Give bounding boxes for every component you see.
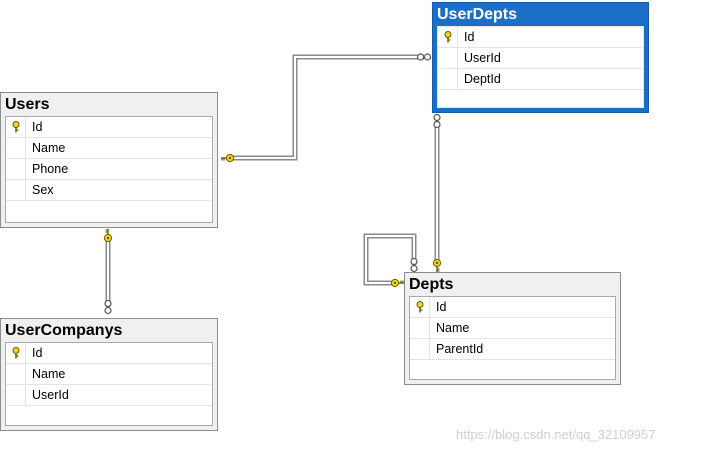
column-list: Id Name Phone Sex [5, 116, 213, 223]
relationship-depts-self[interactable] [363, 233, 418, 288]
column-row[interactable]: ParentId [410, 339, 615, 360]
column-row[interactable]: Id [410, 297, 615, 318]
relationship-users-usercompanys[interactable] [103, 228, 113, 315]
column-row[interactable]: Id [438, 27, 643, 48]
column-name: UserId [32, 388, 69, 402]
table-usercompanys[interactable]: UserCompanys Id Name UserId [0, 318, 218, 431]
column-row[interactable]: Name [410, 318, 615, 339]
table-title: Users [5, 96, 50, 113]
column-row[interactable]: Sex [6, 180, 212, 201]
column-row[interactable]: Id [6, 117, 212, 138]
column-selector [438, 69, 458, 89]
column-name: Id [464, 30, 475, 44]
column-name: Id [436, 300, 447, 314]
column-selector [6, 364, 26, 384]
column-selector [438, 48, 458, 68]
column-name: DeptId [464, 72, 501, 86]
column-row[interactable]: Name [6, 138, 212, 159]
column-name: Id [32, 120, 43, 134]
primary-key-icon [410, 297, 430, 317]
column-selector [410, 339, 430, 359]
column-selector [6, 159, 26, 179]
column-row[interactable]: UserId [6, 385, 212, 406]
relationship-users-userdepts[interactable] [220, 53, 432, 163]
column-list: Id Name ParentId [409, 296, 616, 380]
table-title: UserDepts [437, 6, 518, 23]
column-list: Id UserId DeptId [437, 26, 644, 108]
column-selector [6, 138, 26, 158]
primary-key-icon [6, 343, 26, 363]
column-row[interactable]: UserId [438, 48, 643, 69]
column-row[interactable]: Name [6, 364, 212, 385]
table-depts[interactable]: Depts Id Name ParentId [404, 272, 621, 385]
column-row[interactable]: DeptId [438, 69, 643, 90]
table-title: UserCompanys [5, 322, 123, 339]
table-title: Depts [409, 276, 454, 293]
column-name: Name [32, 367, 66, 381]
column-name: UserId [464, 51, 501, 65]
column-row[interactable]: Phone [6, 159, 212, 180]
primary-key-icon [6, 117, 26, 137]
table-userdepts[interactable]: UserDepts Id UserId DeptId [432, 2, 649, 113]
column-name: Sex [32, 183, 54, 197]
column-name: Id [32, 346, 43, 360]
column-selector [6, 180, 26, 200]
column-selector [6, 385, 26, 405]
column-row[interactable]: Id [6, 343, 212, 364]
column-name: Name [32, 141, 66, 155]
column-list: Id Name UserId [5, 342, 213, 426]
primary-key-icon [438, 27, 458, 47]
column-name: ParentId [436, 342, 484, 356]
relationship-depts-userdepts[interactable] [432, 113, 442, 273]
column-name: Phone [32, 162, 69, 176]
watermark: https://blog.csdn.net/qq_32109957 [456, 427, 656, 442]
column-name: Name [436, 321, 470, 335]
column-selector [410, 318, 430, 338]
table-users[interactable]: Users Id Name Phone Sex [0, 92, 218, 228]
